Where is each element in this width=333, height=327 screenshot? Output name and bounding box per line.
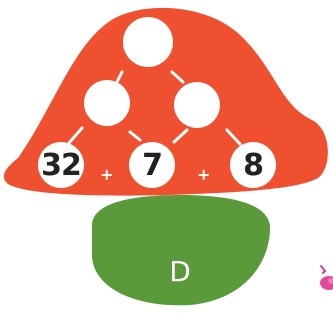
number-7: 7 [129, 142, 175, 188]
top-circle[interactable] [123, 17, 173, 67]
mushroom-stem [92, 195, 270, 305]
number-8: 8 [230, 142, 276, 188]
middle-left-circle[interactable] [84, 80, 130, 126]
middle-right-circle[interactable] [174, 82, 220, 128]
plus-operator-1: + [100, 165, 113, 184]
stem-label: D [150, 255, 210, 288]
number-32: 32 [38, 142, 84, 188]
pink-decoration-icon [319, 264, 333, 290]
plus-operator-2: + [197, 165, 210, 184]
